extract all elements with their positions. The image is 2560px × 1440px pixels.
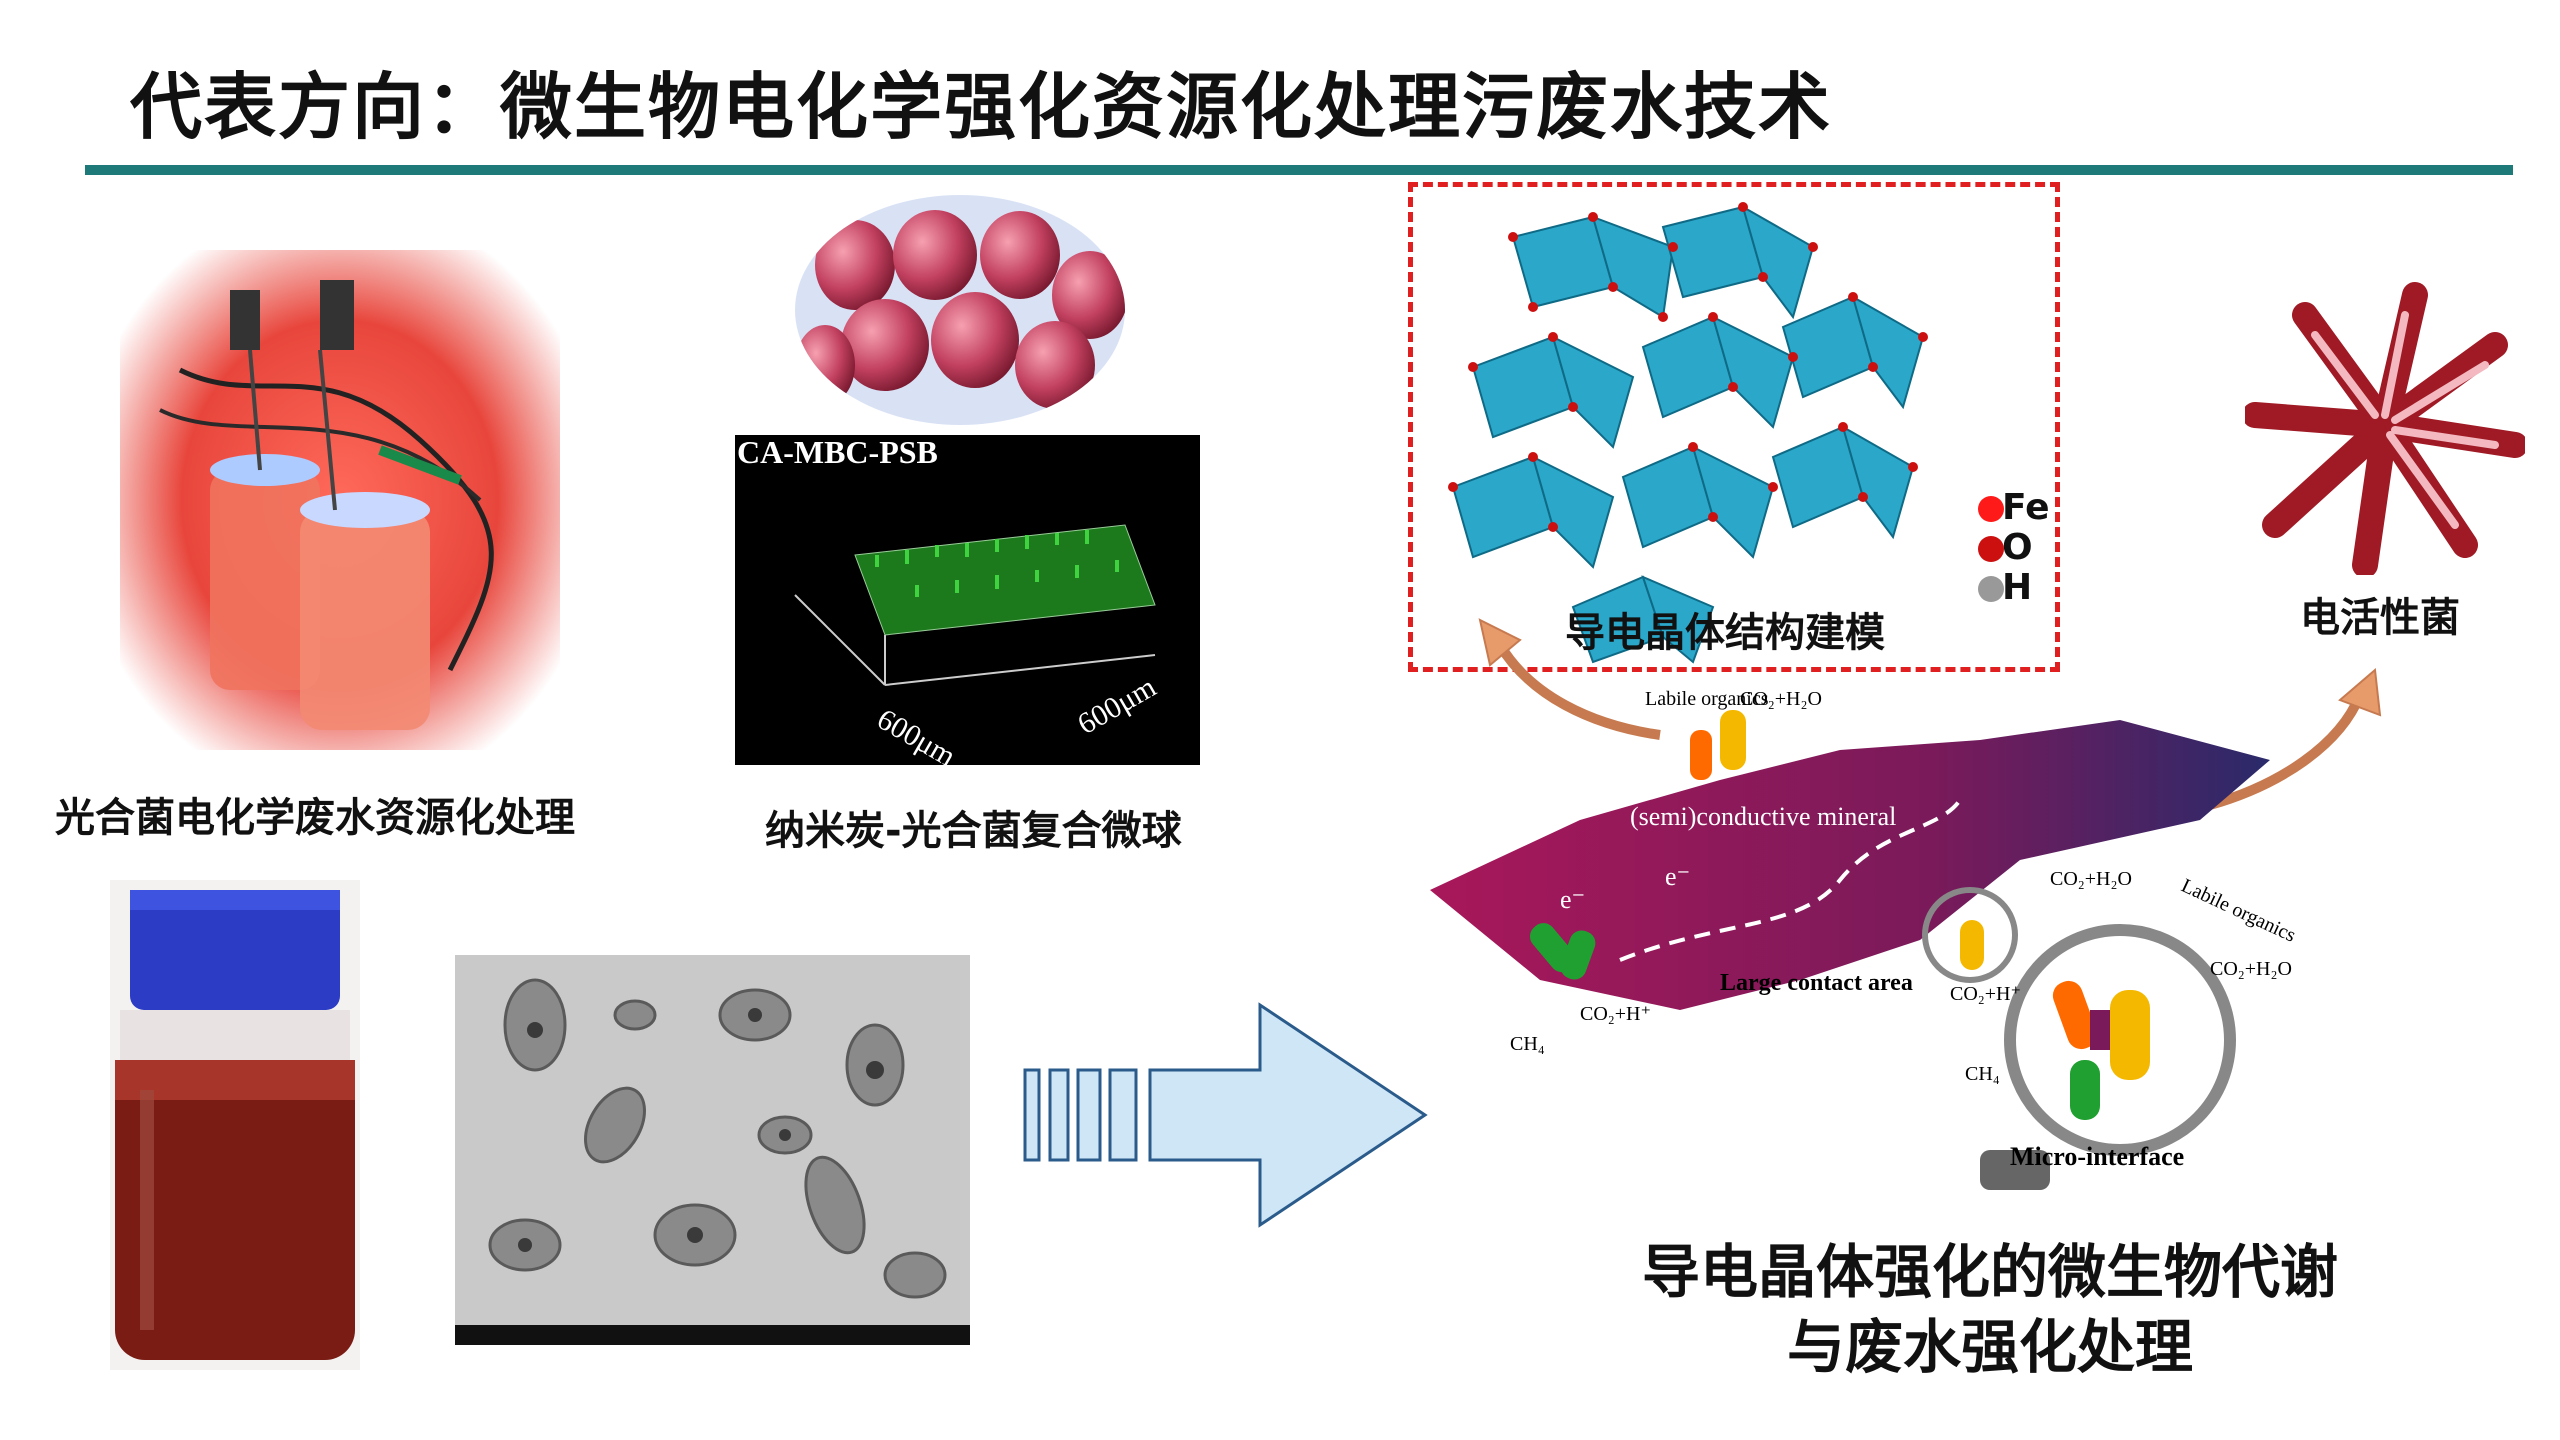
microsphere-photo — [795, 195, 1125, 425]
confocal-label: CA-MBC-PSB — [737, 435, 938, 470]
slide-title: 代表方向：微生物电化学强化资源化处理污废水技术 — [130, 65, 1833, 149]
label-ch4-1: CH₄ — [1510, 1033, 1545, 1055]
crystal-model-frame — [1408, 182, 2060, 672]
legend-o: O — [2002, 527, 2033, 568]
bacteria-caption: 电活性菌 — [2300, 595, 2460, 641]
label-semiconductive: (semi)conductive mineral — [1630, 802, 1896, 831]
legend-fe: Fe — [2002, 487, 2050, 528]
curved-arrow-right — [2208, 668, 2382, 810]
label-labile-organics-2: Labile organics — [2178, 875, 2299, 947]
label-co2-h2o-3: CO₂+H₂O — [2210, 958, 2292, 980]
mechanism-caption: 导电晶体强化的微生物代谢 与废水强化处理 — [1540, 1235, 2440, 1386]
label-co2-h2o-2: CO₂+H₂O — [2050, 868, 2132, 890]
label-electron-1: e⁻ — [1665, 862, 1690, 891]
reactor-caption: 光合菌电化学废水资源化处理 — [55, 795, 575, 841]
bacteria-image — [2242, 275, 2528, 578]
label-ch4-2: CH₄ — [1965, 1063, 2000, 1085]
crystal-legend: Fe O H — [2002, 488, 2050, 608]
mechanism-diagram: Labile organics CO₂+H₂O (semi)conductive… — [1420, 680, 2310, 1200]
label-labile-organics-1: Labile organics — [1645, 688, 1769, 710]
label-electron-2: e⁻ — [1560, 885, 1585, 914]
label-micro-interface: Micro-interface — [2010, 1142, 2184, 1171]
microsphere-caption: 纳米炭-光合菌复合微球 — [765, 808, 1182, 854]
label-co2-h-2: CO₂+H⁺ — [1950, 983, 2021, 1005]
label-co2-h-1: CO₂+H⁺ — [1580, 1003, 1651, 1025]
tem-micrograph — [455, 955, 970, 1345]
label-large-contact: Large contact area — [1720, 970, 1913, 996]
crystal-caption: 导电晶体结构建模 — [1565, 610, 1885, 656]
label-co2-h2o-1: CO₂+H₂O — [1740, 688, 1822, 710]
mechanism-caption-line2: 与废水强化处理 — [1786, 1313, 2193, 1382]
process-arrow — [1020, 1000, 1440, 1230]
title-divider — [85, 165, 2513, 175]
scale-x-label: 600μm — [872, 702, 962, 765]
confocal-image: CA-MBC-PSB 600μm 600μm — [735, 434, 1200, 773]
legend-h: H — [2002, 567, 2033, 608]
reactor-photo — [120, 250, 560, 750]
curved-arrow-left — [1478, 618, 1661, 740]
bottle-photo — [110, 880, 360, 1370]
mechanism-caption-line1: 导电晶体强化的微生物代谢 — [1641, 1238, 2338, 1306]
scale-y-label: 600μm — [1072, 670, 1162, 741]
